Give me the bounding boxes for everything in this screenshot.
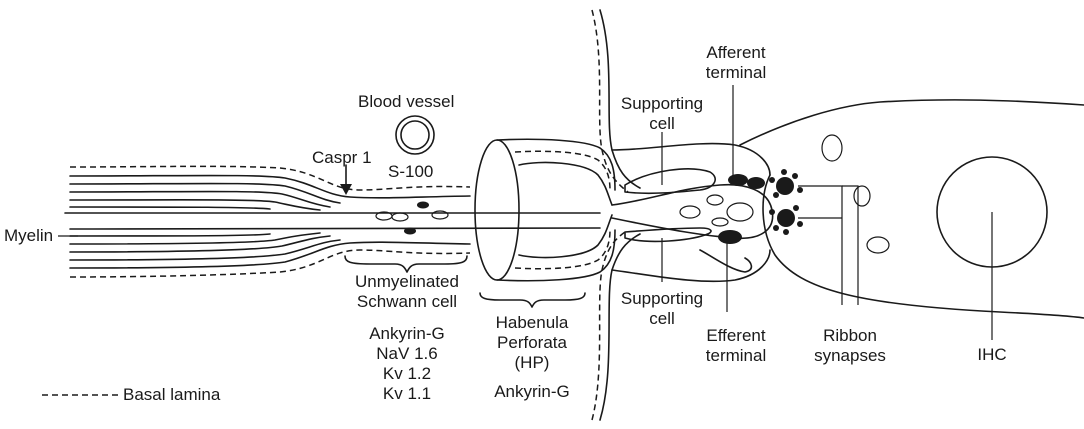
- efferent-line1: Efferent: [706, 326, 766, 345]
- supporting-cell-top-label: Supporting cell: [612, 94, 712, 134]
- hp-bracket: [479, 292, 586, 308]
- s100-label: S-100: [388, 162, 434, 181]
- schwann-markers: Ankyrin-G NaV 1.6 Kv 1.2 Kv 1.1: [352, 324, 462, 404]
- efferent-line2: terminal: [705, 346, 767, 365]
- afferent-terminal-shape: [611, 174, 774, 244]
- myelin-sheath: [64, 165, 601, 278]
- leader-lines: [58, 85, 993, 340]
- unmyelinated-label: Unmyelinated Schwann cell: [340, 272, 474, 312]
- schwann-organelles: [375, 201, 449, 235]
- supporting-cells: [611, 142, 771, 283]
- supporting-top-line2: cell: [649, 114, 675, 133]
- unmyelinated-line2: Schwann cell: [356, 292, 458, 311]
- supporting-bottom-line2: cell: [649, 309, 675, 328]
- inner-hair-cell-shape: [739, 99, 1084, 319]
- unmyelinated-line1: Unmyelinated: [355, 272, 459, 291]
- hp-line3: (HP): [514, 353, 550, 372]
- ribbon-line1: Ribbon: [823, 326, 877, 345]
- habenula-perforata-shape: [474, 138, 616, 282]
- supporting-top-line1: Supporting: [620, 94, 704, 113]
- ribbon-line2: synapses: [814, 346, 886, 365]
- basal-lamina-label: Basal lamina: [123, 385, 221, 404]
- afferent-terminal-label: Afferent terminal: [693, 43, 779, 83]
- caspr-label: Caspr 1: [312, 148, 372, 167]
- ribbon-synapses-label: Ribbon synapses: [802, 326, 898, 366]
- ihc-label: IHC: [977, 345, 1007, 364]
- hp-marker: Ankyrin-G: [494, 382, 570, 401]
- afferent-line2: terminal: [705, 63, 767, 82]
- marker-nav16: NaV 1.6: [376, 344, 438, 363]
- caspr-arrow: [340, 164, 352, 195]
- schwann-bracket: [344, 255, 468, 273]
- hp-line1: Habenula: [495, 313, 569, 332]
- basal-lamina-boundary: [591, 9, 641, 421]
- supporting-bottom-line1: Supporting: [620, 289, 704, 308]
- supporting-cell-bottom-label: Supporting cell: [612, 289, 712, 329]
- blood-vessel-label: Blood vessel: [358, 92, 455, 111]
- efferent-terminal-label: Efferent terminal: [693, 326, 779, 366]
- hp-line2: Perforata: [497, 333, 567, 352]
- marker-ankyrin-g: Ankyrin-G: [369, 324, 445, 343]
- ribbon-synapses-shape: [769, 169, 803, 235]
- myelin-label: Myelin: [4, 226, 54, 245]
- afferent-line1: Afferent: [706, 43, 766, 62]
- marker-kv12: Kv 1.2: [382, 364, 432, 383]
- marker-kv11: Kv 1.1: [382, 384, 432, 403]
- hp-label: Habenula Perforata (HP): [484, 313, 580, 373]
- blood-vessel-shape: [395, 115, 435, 155]
